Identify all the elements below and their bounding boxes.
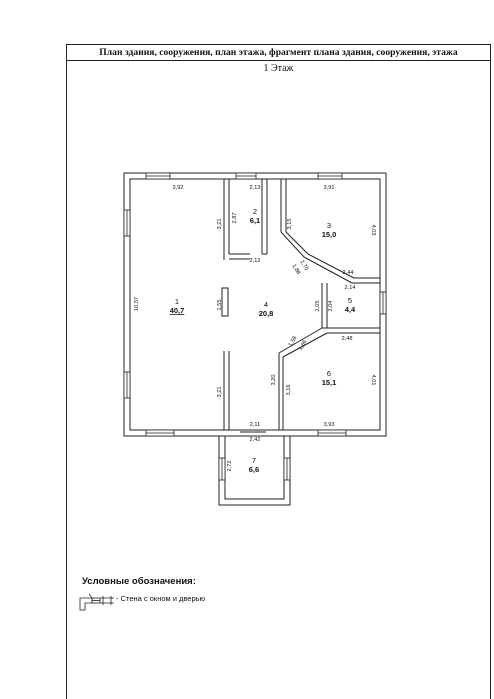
outer-walls — [123, 172, 387, 437]
interior-walls — [221, 179, 380, 430]
room-5-number: 5 — [348, 296, 352, 305]
window-porch-right — [283, 457, 291, 481]
room-4-area: 20,8 — [259, 309, 274, 318]
dim-r5-top: 2,14 — [345, 285, 356, 291]
dim-r3-top: 3,91 — [324, 185, 335, 191]
dim-r1-right-top: 3,21 — [217, 219, 223, 230]
room-2-area: 6,1 — [250, 216, 260, 225]
dim-r6-right: 4,01 — [370, 375, 376, 386]
room-5-area: 4,4 — [345, 305, 356, 314]
room-7-number: 7 — [252, 456, 256, 465]
room-7-area: 6,6 — [249, 465, 259, 474]
legend-title: Условные обозначения: — [82, 576, 196, 587]
room-6-area: 15,1 — [322, 378, 337, 387]
dim-r7-left: 2,72 — [227, 461, 233, 472]
dim-r3-diag-a: 1,70 — [299, 259, 310, 271]
dim-r6-top: 2,48 — [342, 336, 353, 342]
dim-r3-right: 4,03 — [370, 225, 376, 236]
dim-r4-right: 2,05 — [315, 301, 321, 312]
dim-r3-diag-b: 1,88 — [291, 263, 302, 275]
dim-r2-top: 2,13 — [250, 185, 261, 191]
windows — [123, 172, 387, 481]
window-right-1 — [379, 291, 387, 315]
room-4-number: 4 — [264, 300, 268, 309]
room-1-area: 40,7 — [170, 306, 185, 315]
room-3-area: 15,0 — [322, 230, 337, 239]
dim-r2-left: 2,87 — [232, 213, 238, 224]
room-2-number: 2 — [253, 207, 257, 216]
dim-r3-left: 3,15 — [287, 219, 293, 230]
dim-r3-bottom: 2,44 — [343, 270, 354, 276]
dim-r6-diag-a: 1,58 — [288, 335, 299, 347]
dim-r4-bottom: 2,11 — [250, 422, 260, 428]
window-left-2 — [123, 371, 131, 399]
legend-item-text: - Стена с окном и дверью — [116, 594, 206, 603]
dim-r2-bottom: 2,12 — [250, 258, 261, 264]
floor-label: 1 Этаж — [263, 63, 294, 74]
dim-r6-left: 3,16 — [286, 385, 292, 396]
sheet-title: План здания, сооружения, план этажа, фра… — [67, 45, 490, 61]
room-1-number: 1 — [175, 297, 179, 306]
window-bottom-2 — [317, 429, 347, 437]
window-top-3 — [317, 172, 343, 180]
dim-r4-left: 1,55 — [217, 300, 223, 311]
room-6-number: 6 — [327, 369, 331, 378]
window-bottom-1 — [145, 429, 175, 437]
dim-r6-bottom: 3,93 — [324, 422, 335, 428]
dim-r7-top: 2,42 — [250, 437, 261, 443]
dim-r5-right: 2,04 — [328, 301, 334, 312]
window-porch-left — [218, 457, 226, 481]
window-left-1 — [123, 209, 131, 237]
room-3-number: 3 — [327, 221, 331, 230]
dim-r1-right-bottom: 3,21 — [217, 387, 223, 398]
dim-r1-top: 3,92 — [173, 185, 184, 191]
wall-window-door-icon — [79, 593, 114, 611]
window-top-1 — [145, 172, 171, 180]
window-top-2 — [235, 172, 257, 180]
dim-r4-bottom-left: 3,20 — [271, 375, 277, 386]
dim-r6-diag-b: 1,66 — [298, 339, 309, 351]
drawing-sheet: План здания, сооружения, план этажа, фра… — [66, 44, 491, 699]
dim-r1-left: 10,37 — [134, 297, 140, 311]
